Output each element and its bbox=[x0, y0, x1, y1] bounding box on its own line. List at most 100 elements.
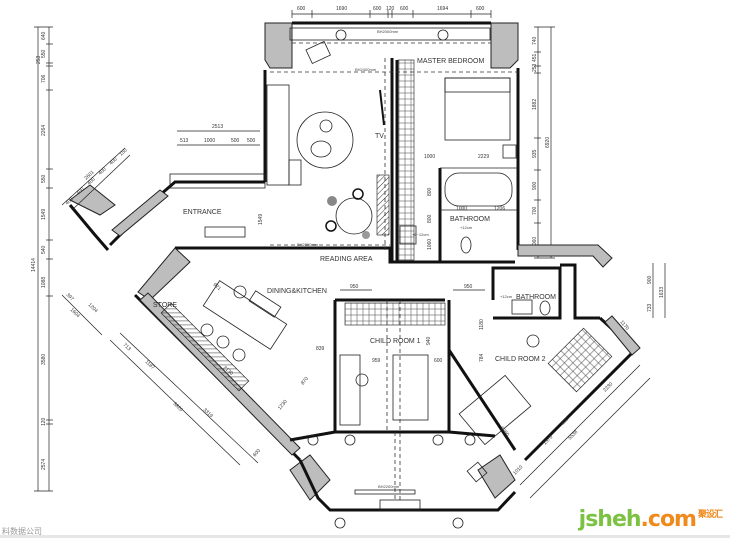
dim-text: 900 bbox=[532, 181, 538, 190]
desk bbox=[339, 354, 361, 426]
dim-text: 1060 bbox=[532, 237, 538, 248]
entrance-cabinet bbox=[169, 173, 266, 189]
label-tv: TV bbox=[375, 133, 384, 140]
dim-text: 950 bbox=[350, 284, 359, 290]
note-text: BH2000mm bbox=[377, 29, 399, 34]
dim-text: 1690 bbox=[336, 6, 347, 12]
dim-text: 5538 bbox=[567, 429, 579, 441]
stool bbox=[232, 348, 246, 362]
dining-table bbox=[248, 290, 282, 318]
dim-text: 1000 bbox=[204, 138, 215, 144]
dim-text: 733 bbox=[647, 303, 653, 312]
dim-text: 1549 bbox=[258, 214, 264, 225]
child1-bed bbox=[392, 354, 429, 421]
armchair bbox=[305, 40, 331, 65]
dim-text: 940 bbox=[426, 336, 432, 345]
dim-text: 740 bbox=[532, 36, 538, 45]
child2-bed bbox=[458, 374, 532, 446]
chair bbox=[325, 220, 337, 232]
bed-pillow bbox=[444, 77, 511, 93]
sofa bbox=[266, 84, 290, 186]
furniture bbox=[160, 27, 613, 529]
dim-text: 120 bbox=[386, 6, 395, 12]
label-bathroom-2: BATHROOM bbox=[516, 294, 556, 301]
dim-text: 150 bbox=[118, 147, 128, 157]
logo-text: jsheh bbox=[578, 507, 642, 532]
dim-text: 120 bbox=[41, 417, 47, 426]
child2-wardrobe bbox=[547, 327, 613, 393]
dim-text: 700 bbox=[532, 206, 538, 215]
child1-wardrobe bbox=[344, 302, 446, 326]
dim-text: 2264 bbox=[41, 125, 47, 136]
dim-text: 400 bbox=[64, 196, 74, 206]
chair bbox=[327, 196, 337, 206]
chair bbox=[362, 231, 370, 239]
dim-text: 400 bbox=[108, 156, 118, 166]
dim-text: 400 bbox=[75, 186, 85, 196]
dim-text: 1010 bbox=[512, 464, 524, 476]
desk-chair bbox=[355, 373, 369, 387]
dim-text: 400 bbox=[86, 176, 96, 186]
label-reading-area: READING AREA bbox=[320, 256, 373, 263]
vanity bbox=[511, 299, 533, 315]
dim-text: 600 bbox=[297, 6, 306, 12]
label-store: STORE bbox=[153, 302, 177, 309]
dim-text: 600 bbox=[400, 6, 409, 12]
label-child-room-2: CHILD ROOM 2 bbox=[495, 356, 546, 363]
dim-text: 1180 bbox=[479, 319, 485, 330]
dim-text: 900 bbox=[647, 275, 653, 284]
dim-text: 1230 bbox=[277, 399, 289, 412]
dim-text: 600 bbox=[476, 6, 485, 12]
left-dimensions: 640 550 253 706 2264 550 1549 540 1088 3… bbox=[31, 26, 53, 492]
dim-text: 1206 bbox=[494, 206, 505, 212]
dim-text: 3580 bbox=[41, 354, 47, 365]
dim-text: 600 bbox=[560, 416, 570, 426]
dim-total: 6920 bbox=[545, 137, 551, 148]
dim-text: 400 bbox=[97, 166, 107, 176]
dim-text: 950 bbox=[464, 284, 473, 290]
dim-text: 1570 bbox=[542, 434, 554, 446]
dim-text: 1170 bbox=[618, 319, 630, 331]
kitchen-island bbox=[202, 280, 288, 350]
note-text: BH2400mm bbox=[355, 67, 377, 72]
shelf bbox=[354, 489, 416, 495]
dim-text: 2229 bbox=[478, 154, 489, 160]
kitchen-counter bbox=[160, 302, 250, 392]
dim-text: 1088 bbox=[41, 277, 47, 288]
dim-text: 1694 bbox=[437, 6, 448, 12]
dim-text: 640 bbox=[41, 31, 47, 40]
dim-text: 1060 bbox=[427, 239, 433, 250]
walls bbox=[68, 21, 641, 512]
dim-text: 800 bbox=[427, 187, 433, 196]
dim-text: 1187 bbox=[144, 359, 156, 371]
room-labels: MASTER BEDROOM TV READING AREA ENTRANCE … bbox=[153, 58, 556, 363]
bottom-bar bbox=[0, 535, 730, 538]
dim-text: 397 bbox=[65, 292, 75, 302]
dim-text: 839 bbox=[316, 346, 325, 352]
dim-text: 600 bbox=[373, 6, 382, 12]
vanity bbox=[399, 225, 417, 245]
toilet bbox=[460, 236, 472, 254]
notes: BH2000mm BH2400mm BH2300mm BH2200mm +12c… bbox=[297, 29, 513, 489]
label-bathroom-master: BATHROOM bbox=[450, 216, 490, 223]
dim-text: 713 bbox=[122, 342, 132, 352]
bathtub bbox=[444, 172, 513, 207]
dim-text: 1604 bbox=[69, 307, 81, 319]
dim-text: 500 bbox=[247, 138, 256, 144]
dim-text: 1549 bbox=[41, 209, 47, 220]
coffee-table bbox=[310, 140, 332, 158]
dim-text: 2130 bbox=[222, 365, 235, 377]
note-text: BH2200mm bbox=[378, 484, 400, 489]
note-text: +6~12cm bbox=[412, 232, 429, 237]
dim-text: 451 bbox=[532, 53, 538, 62]
logo-domain: .com bbox=[640, 507, 697, 532]
rug bbox=[296, 111, 354, 169]
toilet bbox=[539, 300, 551, 316]
dim-text: 2574 bbox=[41, 459, 47, 470]
stool bbox=[233, 285, 247, 299]
dim-text: 1000 bbox=[456, 206, 467, 212]
ceiling-light-icon bbox=[335, 29, 347, 41]
master-bed bbox=[444, 77, 511, 141]
